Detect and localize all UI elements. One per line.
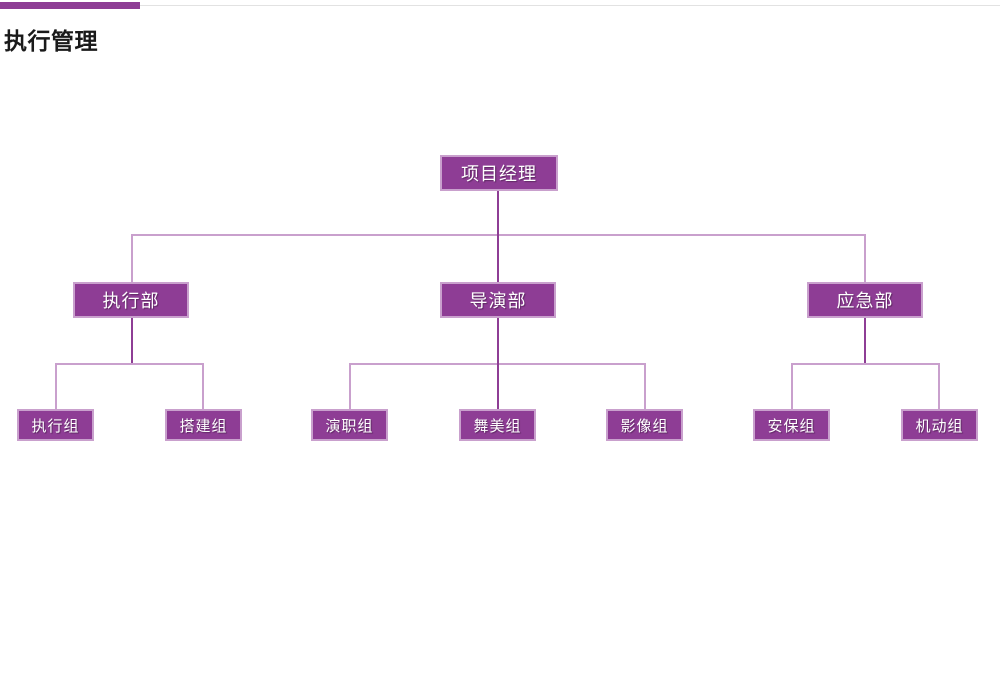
connector-drop-team-3-1 bbox=[791, 363, 793, 409]
connector-drop-team-2-1 bbox=[349, 363, 351, 409]
connector-branch3-bus bbox=[791, 363, 940, 365]
org-node-team-3-1[interactable]: 安保组 bbox=[753, 409, 830, 441]
connector-drop-team-2-3 bbox=[644, 363, 646, 409]
header-accent-bar bbox=[0, 2, 140, 9]
connector-root-drop bbox=[497, 191, 499, 235]
header-divider bbox=[140, 5, 1000, 6]
org-node-dept-3[interactable]: 应急部 bbox=[807, 282, 923, 318]
org-node-team-2-2[interactable]: 舞美组 bbox=[459, 409, 536, 441]
org-node-team-1-2[interactable]: 搭建组 bbox=[165, 409, 242, 441]
org-node-team-3-2[interactable]: 机动组 bbox=[901, 409, 978, 441]
org-node-team-2-3[interactable]: 影像组 bbox=[606, 409, 683, 441]
connector-drop-team-2-2 bbox=[497, 363, 499, 409]
connector-drop-dept-1 bbox=[131, 234, 133, 282]
connector-branch3-drop bbox=[864, 318, 866, 364]
org-node-team-2-1[interactable]: 演职组 bbox=[311, 409, 388, 441]
connector-branch2-drop bbox=[497, 318, 499, 364]
connector-drop-team-1-2 bbox=[202, 363, 204, 409]
connector-drop-dept-2 bbox=[497, 234, 499, 282]
connector-branch1-bus bbox=[55, 363, 204, 365]
org-node-root[interactable]: 项目经理 bbox=[440, 155, 558, 191]
page-title: 执行管理 bbox=[4, 29, 98, 55]
connector-drop-team-1-1 bbox=[55, 363, 57, 409]
connector-drop-dept-3 bbox=[864, 234, 866, 282]
org-node-dept-1[interactable]: 执行部 bbox=[73, 282, 189, 318]
connector-branch1-drop bbox=[131, 318, 133, 364]
org-node-team-1-1[interactable]: 执行组 bbox=[17, 409, 94, 441]
org-node-dept-2[interactable]: 导演部 bbox=[440, 282, 556, 318]
connector-drop-team-3-2 bbox=[938, 363, 940, 409]
